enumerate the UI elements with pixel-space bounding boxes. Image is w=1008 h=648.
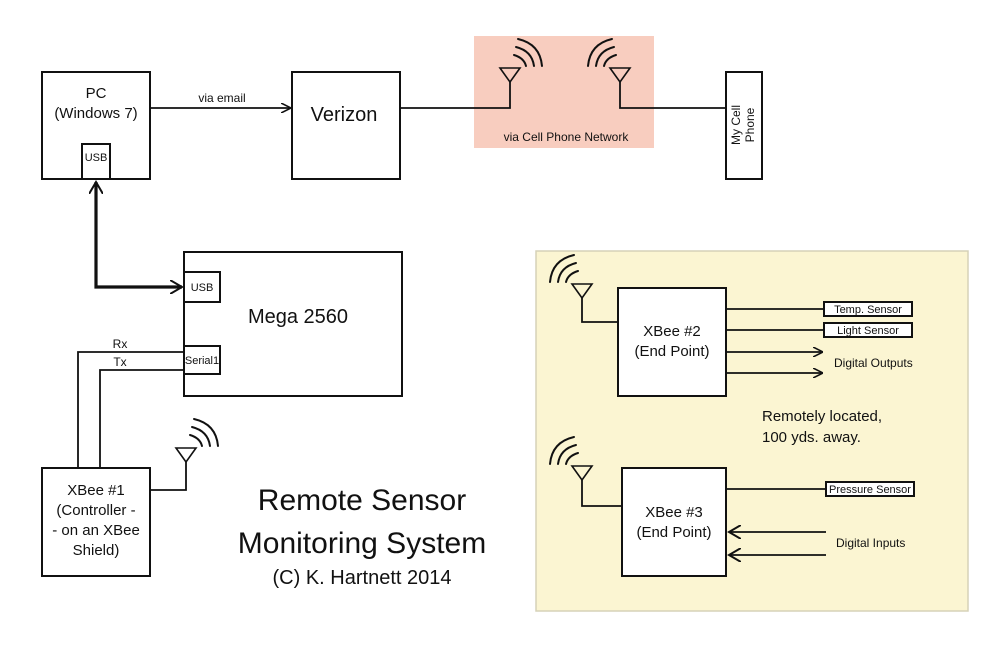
antenna-icon [174, 418, 219, 464]
diagram-title-line1: Remote Sensor [258, 484, 466, 517]
email-label: via email [198, 91, 245, 105]
xbee1-line4: Shield) [73, 542, 120, 559]
antenna-icon [549, 254, 594, 300]
pc-os-label: (Windows 7) [54, 105, 137, 122]
cell-phone-box [725, 71, 763, 180]
mega-serial-port [183, 345, 221, 375]
xbee3-box [621, 467, 727, 577]
pc-usb-label: USB [85, 152, 108, 164]
verizon-label: Verizon [311, 104, 378, 126]
mega-usb-label: USB [191, 282, 214, 294]
digital-outputs-label: Digital Outputs [834, 356, 913, 370]
mega-serial-label: Serial1 [185, 355, 219, 367]
cell-phone-label-2: Phone [743, 107, 757, 142]
mega-label: Mega 2560 [248, 306, 348, 328]
xbee3-role-label: (End Point) [636, 524, 711, 541]
mega-usb-port [183, 271, 221, 303]
xbee1-label: XBee #1 [67, 482, 125, 499]
copyright-label: (C) K. Hartnett 2014 [273, 567, 452, 589]
antenna-icon [498, 38, 543, 84]
tx-label: Tx [113, 355, 126, 369]
cell-phone-label: My Cell [729, 105, 743, 145]
cell-network-label: via Cell Phone Network [504, 130, 630, 144]
verizon-antenna-wire [400, 82, 511, 109]
xbee1-line2: (Controller - [56, 502, 135, 519]
pc-label: PC [86, 85, 107, 102]
xbee2-label: XBee #2 [643, 323, 701, 340]
rx-line [77, 351, 184, 468]
diagram-title-line2: Monitoring System [238, 527, 486, 560]
phone-antenna-wire [619, 82, 726, 109]
xbee2-antenna-wire [581, 298, 618, 323]
xbee1-box [41, 467, 151, 577]
digital-inputs-label: Digital Inputs [836, 536, 905, 550]
xbee1-antenna-wire [150, 462, 187, 491]
xbee2-box [617, 287, 727, 397]
pressure-sensor-box [825, 481, 915, 497]
xbee1-line3: - on an XBee [52, 522, 140, 539]
temp-sensor-label: Temp. Sensor [834, 304, 902, 316]
rx-label: Rx [113, 337, 128, 351]
pc-usb-port [81, 143, 111, 180]
xbee3-label: XBee #3 [645, 504, 703, 521]
temp-sensor-box [823, 301, 913, 317]
remote-note-line2: 100 yds. away. [762, 429, 861, 446]
antenna-icon [549, 436, 594, 482]
pressure-sensor-label: Pressure Sensor [829, 484, 911, 496]
light-sensor-label: Light Sensor [837, 325, 899, 337]
usb-cable [96, 182, 182, 287]
xbee2-role-label: (End Point) [634, 343, 709, 360]
cell-network-region [474, 36, 654, 148]
xbee3-antenna-wire [581, 480, 622, 507]
antenna-icon [587, 38, 632, 84]
tx-line [99, 369, 184, 468]
remote-note-line1: Remotely located, [762, 408, 882, 425]
verizon-box [291, 71, 401, 180]
light-sensor-box [823, 322, 913, 338]
